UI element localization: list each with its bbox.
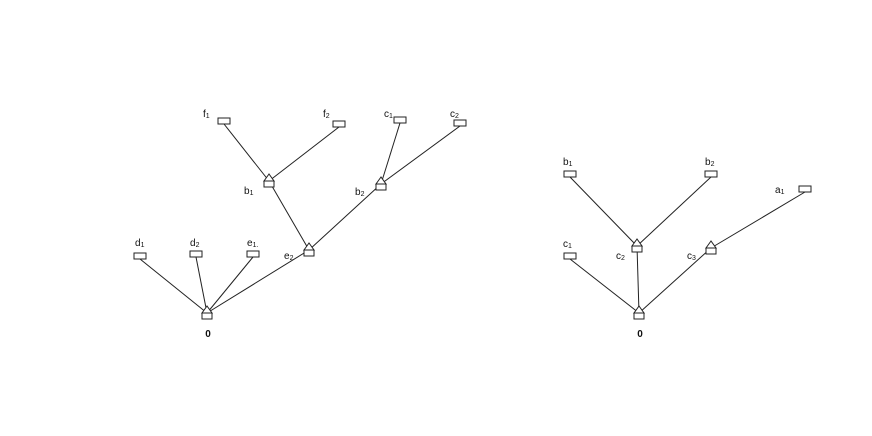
node-label: f2 xyxy=(323,109,330,120)
edge-c2-b2 xyxy=(636,176,712,247)
edge-b2-c2 xyxy=(380,125,461,185)
edge-root-c2 xyxy=(636,245,640,314)
junction-triangle-icon xyxy=(375,176,387,185)
node-label: f1 xyxy=(203,109,210,120)
node-label: c1 xyxy=(384,109,393,120)
edge-root-d1 xyxy=(139,258,208,314)
root-label: 0 xyxy=(205,329,211,340)
leaf-box-icon xyxy=(133,252,147,260)
node-label: c2 xyxy=(616,251,625,262)
node-label: b1 xyxy=(563,157,573,168)
edge-c3-a1 xyxy=(710,191,806,249)
leaf-box-icon xyxy=(217,117,231,125)
node-label: c1 xyxy=(563,239,572,250)
node-label: e2 xyxy=(284,251,294,262)
junction-box-icon xyxy=(263,180,275,188)
node-d1[interactable]: d1 xyxy=(133,238,147,260)
tree-left: d1 d2 e1. e2 b1 b2 f1 f2 c1 c2 0 xyxy=(133,109,467,340)
node-c2[interactable]: c2 xyxy=(616,238,643,262)
node-a1[interactable]: a1 xyxy=(775,185,812,196)
edge-e2-b1 xyxy=(268,180,310,251)
node-d2[interactable]: d2 xyxy=(189,238,203,258)
leaf-box-icon xyxy=(798,185,812,193)
node-b1[interactable]: b1 xyxy=(563,157,577,178)
root-label: 0 xyxy=(637,329,643,340)
node-b2[interactable]: b2 xyxy=(355,176,387,198)
edge-root-c3 xyxy=(638,247,712,314)
junction-box-icon xyxy=(303,249,315,257)
junction-box-icon xyxy=(201,312,213,320)
node-label: e1. xyxy=(247,238,258,249)
edge-b1-f2 xyxy=(268,126,340,182)
node-c1[interactable]: c1 xyxy=(563,239,577,260)
node-label: b2 xyxy=(355,187,365,198)
junction-box-icon xyxy=(633,312,645,320)
node-label: a1 xyxy=(775,185,785,196)
edge-b2-c1 xyxy=(380,122,401,185)
node-e1[interactable]: e1. xyxy=(246,238,260,258)
leaf-box-icon xyxy=(453,119,467,127)
node-b2[interactable]: b2 xyxy=(704,157,718,178)
leaf-box-icon xyxy=(332,120,346,128)
edge-root-d2 xyxy=(195,256,208,314)
leaf-box-icon xyxy=(563,170,577,178)
node-b1[interactable]: b1 xyxy=(244,173,275,197)
leaf-box-icon xyxy=(246,250,260,258)
leaf-box-icon xyxy=(393,116,407,124)
junction-box-icon xyxy=(705,247,717,255)
node-label: c2 xyxy=(450,109,459,120)
edge-e2-b2 xyxy=(308,183,382,251)
node-label: b2 xyxy=(705,157,715,168)
leaf-box-icon xyxy=(704,170,718,178)
edge-root-c1 xyxy=(569,258,640,314)
node-root[interactable] xyxy=(201,305,213,320)
junction-triangle-icon xyxy=(705,240,717,249)
node-label: d1 xyxy=(135,238,145,249)
node-f1[interactable]: f1 xyxy=(203,109,231,125)
edge-root-e2 xyxy=(206,249,310,314)
node-label: b1 xyxy=(244,186,254,197)
edge-root-e1 xyxy=(206,256,254,314)
leaf-box-icon xyxy=(189,250,203,258)
node-c1[interactable]: c1 xyxy=(384,109,407,124)
edge-b1-f1 xyxy=(223,123,270,182)
leaf-box-icon xyxy=(563,252,577,260)
junction-triangle-icon xyxy=(263,173,275,182)
node-label: c3 xyxy=(687,251,696,262)
node-root[interactable] xyxy=(633,305,645,320)
tree-right: c1 c2 c3 b1 b2 a1 0 xyxy=(563,157,812,340)
node-f2[interactable]: f2 xyxy=(323,109,346,128)
junction-box-icon xyxy=(631,245,643,253)
node-label: d2 xyxy=(190,238,200,249)
node-c3[interactable]: c3 xyxy=(687,240,717,262)
edge-c2-b1 xyxy=(569,176,638,247)
node-c2[interactable]: c2 xyxy=(450,109,467,127)
junction-box-icon xyxy=(375,183,387,191)
node-e2[interactable]: e2 xyxy=(284,242,315,262)
